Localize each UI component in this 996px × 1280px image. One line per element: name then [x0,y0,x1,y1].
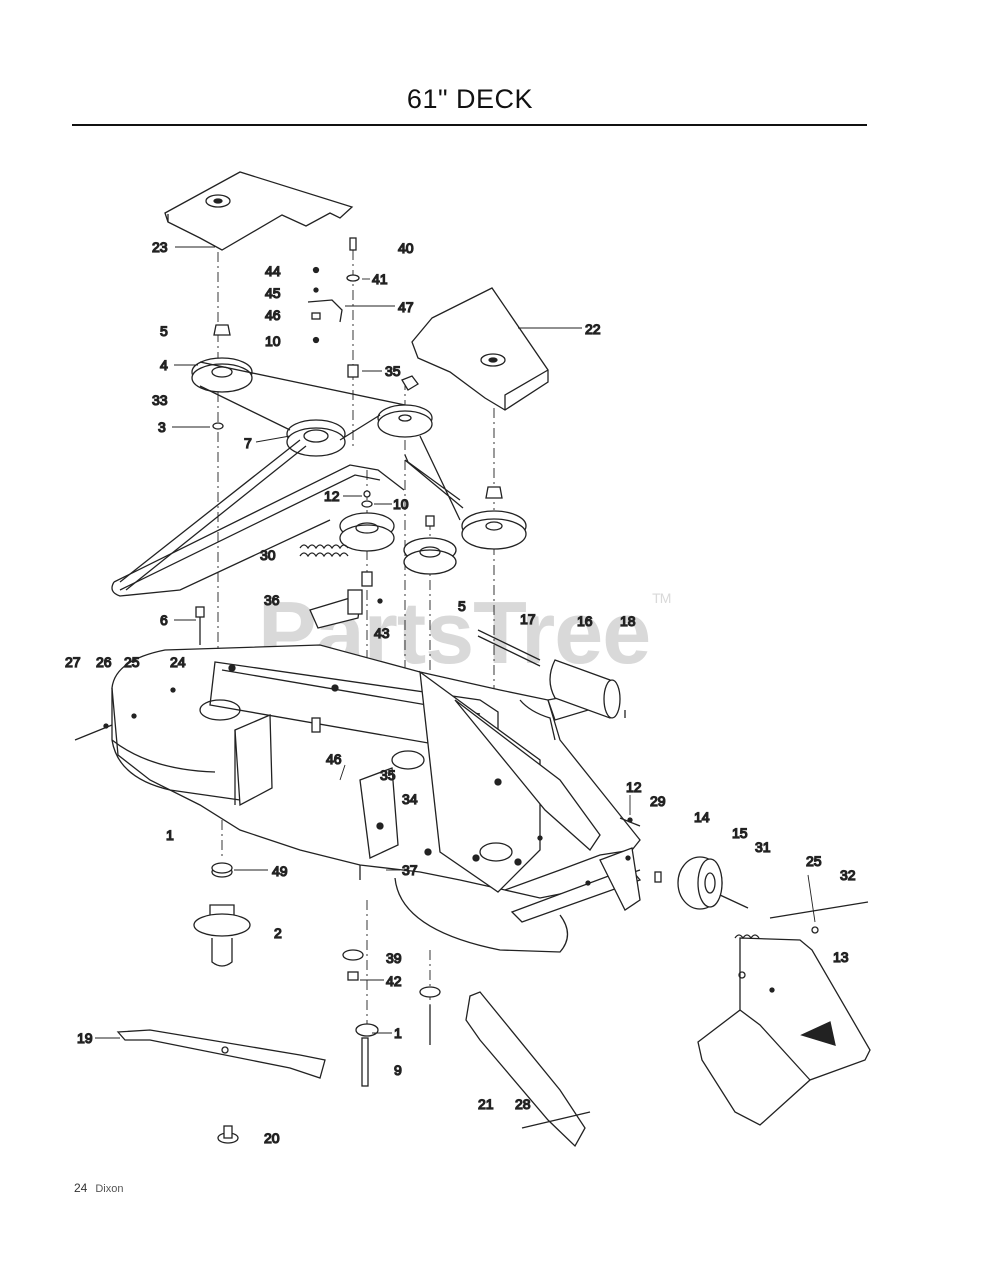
callout-40: 40 [398,240,414,256]
callout-26: 26 [96,654,112,670]
callout-3: 3 [158,419,166,435]
callout-17: 17 [520,611,536,627]
hardware-stack [307,237,419,391]
page-title: 61" DECK [406,84,534,114]
gauge-wheel [619,817,749,910]
callout-12-top: 12 [324,488,340,504]
callout-9: 9 [394,1062,402,1078]
mower-deck [111,644,662,953]
callout-25-right: 25 [806,853,822,869]
callout-16: 16 [577,613,593,629]
callout-6: 6 [160,612,168,628]
callout-33: 33 [152,392,168,408]
callout-41: 41 [372,271,388,287]
blade-bolt [217,1125,239,1144]
footer-brand: Dixon [95,1183,124,1195]
callout-19: 19 [77,1030,93,1046]
center-idler-pulleys [339,490,457,575]
callout-5-top: 5 [160,323,168,339]
spindle-pulley-right [461,486,527,550]
callout-24: 24 [170,654,186,670]
page-footer: 24 Dixon [74,1181,123,1195]
callout-13: 13 [833,949,849,965]
callout-30-top: 30 [260,547,276,563]
callout-14: 14 [694,809,710,825]
callout-37: 37 [402,862,418,878]
anti-scalp-roller [477,629,626,719]
callout-15: 15 [732,825,748,841]
leader-lines [95,246,816,1039]
tension-spring [299,544,373,587]
callout-36: 36 [264,592,280,608]
page-number: 24 [74,1181,88,1195]
callout-2: 2 [274,925,282,941]
callout-10-top: 10 [265,333,281,349]
title-rule [72,124,867,126]
upper-idler-pulley [377,404,433,438]
callout-39: 39 [386,950,402,966]
callout-35-top: 35 [385,363,401,379]
callout-20: 20 [264,1130,280,1146]
callout-46-top: 46 [265,307,281,323]
callout-42: 42 [386,973,402,989]
watermark-tm: TM [652,590,671,606]
callout-47: 47 [398,299,414,315]
callout-27: 27 [65,654,81,670]
callout-44: 44 [265,263,281,279]
rear-baffle [465,991,591,1148]
drive-pulley [191,324,253,393]
callout-29: 29 [650,793,666,809]
discharge-chute [697,901,871,1126]
callout-5-mid: 5 [458,598,466,614]
drive-belt [111,361,464,597]
mower-blade [116,1029,326,1079]
idler-arm [309,589,383,629]
callout-22: 22 [585,321,601,337]
callout-7: 7 [244,435,252,451]
callout-43: 43 [374,625,390,641]
callout-46-mid: 46 [326,751,342,767]
callout-45: 45 [265,285,281,301]
left-hardware [74,606,205,741]
callout-49: 49 [272,863,288,879]
callout-labels: 23 40 44 41 45 47 46 10 22 5 4 35 33 3 7… [64,238,856,1146]
center-hardware [342,949,441,1087]
callout-32: 32 [840,867,856,883]
callout-25-left: 25 [124,654,140,670]
callout-1-washer: 1 [394,1025,402,1041]
callout-12-right: 12 [626,779,642,795]
callout-34: 34 [402,791,418,807]
callout-35-mid: 35 [380,767,396,783]
callout-4: 4 [160,357,168,373]
callout-1-deck: 1 [166,827,174,843]
belt-cover-right [411,287,549,411]
callout-23: 23 [152,239,168,255]
belt-cover-left [164,171,354,251]
callout-31: 31 [755,839,771,855]
blade-spindle [193,862,251,967]
callout-28: 28 [515,1096,531,1112]
callout-21: 21 [478,1096,494,1112]
callout-18: 18 [620,613,636,629]
callout-10-mid: 10 [393,496,409,512]
